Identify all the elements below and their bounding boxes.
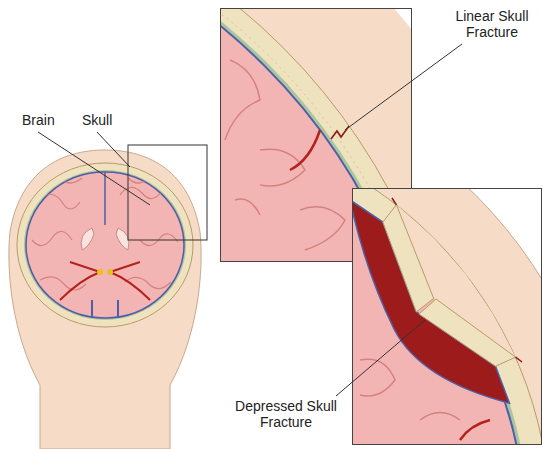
gyrus [125,277,171,288]
meninges [24,170,186,320]
leader-line [38,132,150,205]
fracture-line [331,126,349,139]
gyrus [300,207,345,250]
leader-lines [38,44,462,396]
skull-bone [353,189,541,444]
blood-vessels [60,262,150,300]
veins [92,300,118,318]
brain-gyri [225,60,345,250]
brain [353,189,524,444]
gyrus [235,199,260,215]
gyrus [128,178,150,183]
panel-border [353,189,542,445]
gland [97,269,103,275]
brain [26,172,184,318]
falx [104,172,106,225]
gyrus [420,413,460,421]
part-label: Linear Skull Fracture [442,8,542,40]
panel-depressed [0,60,554,449]
leader-line [336,320,425,396]
scalp [353,189,541,444]
ventricles [81,228,129,250]
scalp [221,9,411,261]
gyrus [260,149,305,186]
blood-vessels [460,420,490,440]
panel-content [353,189,541,444]
part-label: Brain [22,112,55,128]
part-label: Skull [82,112,112,128]
fracture-edge [392,198,522,362]
scalp [9,150,201,449]
zoom-box [128,145,207,240]
gyrus [360,359,395,396]
gyrus [40,194,80,209]
head-section [9,145,207,449]
gyrus [60,178,82,183]
part-label: Depressed Skull Fracture [225,398,347,430]
gland [107,269,113,275]
bone-fragment [419,299,516,366]
leader-line [345,44,462,130]
meninges [353,189,528,444]
gyrus [32,231,72,245]
bone-fragment [383,205,434,312]
leader-line [97,132,130,167]
hematoma [353,200,510,403]
panel-content [221,9,411,261]
skull-bone [17,163,193,327]
gyrus [225,60,260,140]
